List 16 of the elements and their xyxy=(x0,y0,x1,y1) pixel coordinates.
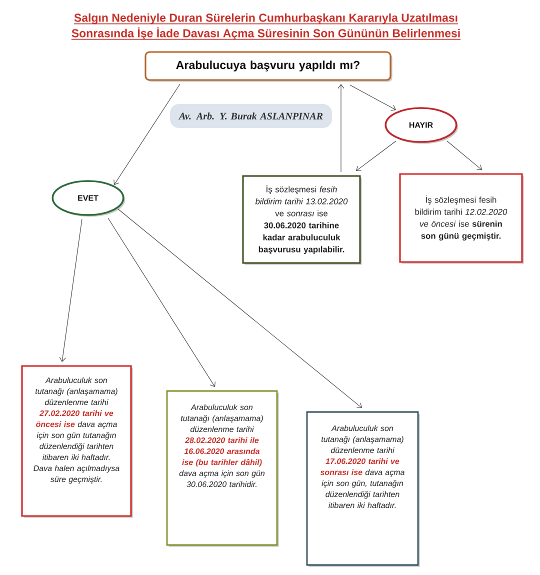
arrow xyxy=(118,208,362,408)
note-box: Arabuluculuk son tutanağı (anlaşamama) düzenlenme tarihi 28.02.2020 tarihi ile 16.06.2020 arasında ise (bu tarihler dâhil) dava açma için son gün 30.06.2020 tarihidir. xyxy=(166,390,279,547)
note-box: İş sözleşmesi fesih bildirim tarihi 12.02.2020 ve öncesi ise sürenin son günü geçmiştir. xyxy=(399,173,524,264)
arrow xyxy=(108,218,216,387)
note-box: Arabuluculuk son tutanağı (anlaşamama) düzenlenme tarihi 17.06.2020 tarihi ve sonrası ise dava açma için son gün, tutanağın düzenlendiği tarihten itibaren iki haftadır. xyxy=(306,411,420,567)
question-box: Arabulucuya başvuru yapıldı mı? xyxy=(144,51,392,82)
note-box: Arabuluculuk son tutanağı (anlaşamama) düzenlenme tarihi 27.02.2020 tarihi ve öncesi ise dava açma için son gün tutanağın düzenlendiği tarihten itibaren iki haftadır. Dava halen açılmadıysa süre geçmiştir. xyxy=(21,365,133,518)
arrow xyxy=(446,140,482,170)
arrow xyxy=(350,84,396,111)
arrow xyxy=(356,140,396,171)
author-box: Av. Arb. Y. Burak ASLANPINAR xyxy=(170,104,332,128)
arrow xyxy=(338,84,344,172)
arrow xyxy=(59,218,82,362)
title: Salgın Nedeniyle Duran Sürelerin Cumhurbaşkanı Kararıyla Uzatılması Sonrasında İşe İade Davası Açma Süresinin Son Gününün Belirlenmesi xyxy=(71,13,461,40)
note-box: İş sözleşmesi fesih bildirim tarihi 13.02.2020 ve sonrası ise 30.06.2020 tarihine kadar arabuluculuk başvurusu yapılabilir. xyxy=(242,175,362,265)
arrow xyxy=(114,84,180,185)
